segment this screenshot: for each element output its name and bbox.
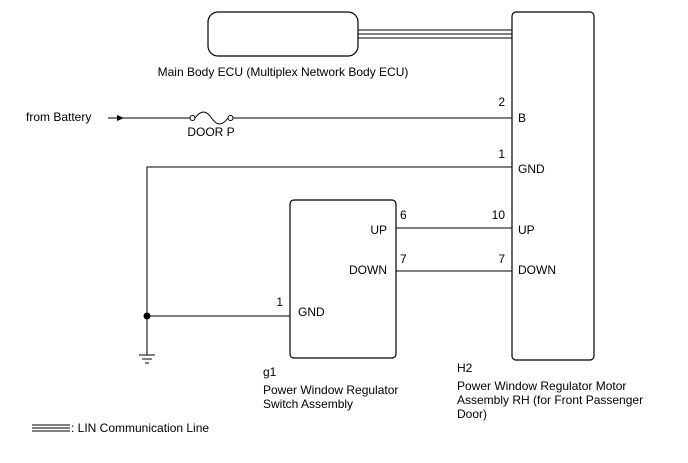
main-body-ecu-label: Main Body ECU (Multiplex Network Body EC… (158, 65, 409, 79)
motor-assembly-box (511, 11, 595, 361)
lin-communication-line (358, 29, 512, 39)
switch-assembly-box (289, 199, 397, 359)
motor-code: H2 (457, 361, 473, 375)
fuse-label: DOOR P (187, 125, 234, 139)
motor-pin-up-number: 10 (492, 208, 506, 222)
motor-name-line-3: Door) (457, 407, 487, 421)
switch-name-line-1: Power Window Regulator (263, 383, 398, 397)
switch-code: g1 (263, 365, 277, 379)
switch-pin-gnd-number: 1 (276, 295, 283, 309)
switch-pin-up-name: UP (370, 223, 387, 237)
motor-pin-down-name: DOWN (518, 263, 556, 277)
ground-junction-dot (143, 312, 151, 320)
switch-pin-up-number: 6 (400, 208, 407, 222)
motor-pin-up-name: UP (518, 223, 535, 237)
fuse-icon (189, 111, 234, 125)
motor-pin-gnd-number: 1 (498, 147, 505, 161)
legend-lin-symbol (32, 424, 70, 432)
motor-name-line-1: Power Window Regulator Motor (457, 379, 626, 393)
switch-pin-down-number: 7 (400, 252, 407, 266)
switch-pin-down-name: DOWN (349, 263, 387, 277)
motor-pin-b-number: 2 (498, 95, 505, 109)
main-body-ecu-box (207, 11, 359, 57)
motor-pin-gnd-name: GND (518, 162, 545, 176)
switch-name-line-2: Switch Assembly (263, 397, 353, 411)
motor-pin-down-number: 7 (498, 252, 505, 266)
battery-arrow (108, 115, 124, 121)
switch-pin-gnd-name: GND (298, 305, 325, 319)
legend-label: : LIN Communication Line (71, 421, 209, 435)
wire-motor-gnd (146, 166, 512, 355)
ground-icon (139, 354, 155, 364)
motor-name-line-2: Assembly RH (for Front Passenger (457, 393, 643, 407)
motor-pin-b-name: B (518, 111, 526, 125)
battery-label: from Battery (26, 110, 91, 124)
